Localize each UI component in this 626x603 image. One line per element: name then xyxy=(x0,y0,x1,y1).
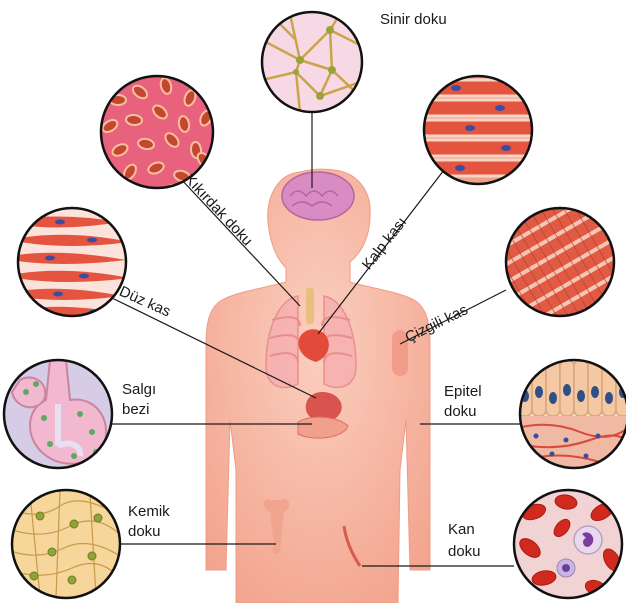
cartilage-cell xyxy=(126,114,143,125)
tissue-circle-epitel xyxy=(518,360,626,468)
tissue-circle-duz xyxy=(10,208,130,318)
brain xyxy=(282,172,354,220)
label-epitel-doku: doku xyxy=(444,402,477,421)
label-kan: Kan xyxy=(448,520,475,539)
tissue-circle-salgi xyxy=(4,360,112,468)
tissue-circle-sinir xyxy=(262,12,370,112)
label-sinir-doku: Sinir doku xyxy=(380,10,447,29)
cartilage-cell xyxy=(139,188,149,204)
tissue-circle-kan xyxy=(514,490,624,598)
tissue-circle-kalp xyxy=(420,76,540,184)
label-kemik: Kemik xyxy=(128,502,170,521)
label-kan-doku: doku xyxy=(448,542,481,561)
label-kemik-doku: doku xyxy=(128,522,161,541)
tissue-circle-cizgili xyxy=(471,179,626,344)
label-bezi: bezi xyxy=(122,400,150,419)
label-epitel: Epitel xyxy=(444,382,482,401)
tissue-circle-kemik xyxy=(12,490,122,598)
label-salgi: Salgı xyxy=(122,380,156,399)
trachea xyxy=(306,288,314,324)
